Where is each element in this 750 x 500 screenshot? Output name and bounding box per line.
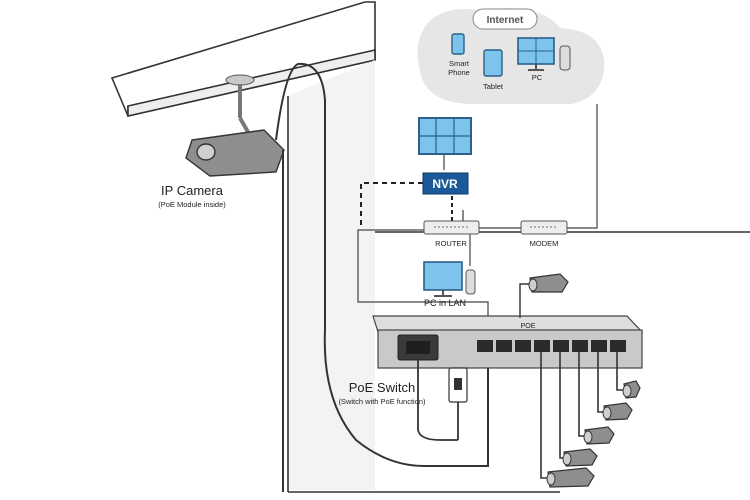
pc-lan-tower-icon (465, 269, 476, 295)
wall (288, 60, 375, 490)
camera-4 (602, 402, 633, 421)
pc-label: PC (532, 73, 543, 82)
internet-label: Internet (487, 15, 524, 26)
smart-phone-label-2: Phone (448, 68, 470, 77)
internet-badge (472, 8, 538, 30)
poe-switch: POE PoE Switch (Switch with PoE function… (338, 315, 644, 406)
poe-switch-label: PoE Switch (349, 380, 415, 395)
pc-lan-monitor-icon (423, 261, 463, 291)
camera-cable (275, 62, 489, 467)
camera-5 (622, 380, 641, 399)
camera-mount-plate (225, 74, 255, 86)
pc-tower-icon (559, 45, 571, 71)
router-label: ROUTER (435, 239, 467, 248)
nvr-dashed-link (360, 182, 423, 228)
pc-in-lan: PC in LAN (423, 261, 476, 308)
ip-camera: IP Camera (PoE Module inside) (158, 74, 285, 209)
internet-cloud: Internet Smart Phone Tablet PC (417, 8, 605, 105)
modem: MODEM (520, 220, 568, 248)
router: ROUTER (423, 210, 480, 248)
camera-body (185, 129, 285, 177)
switch-ports (477, 340, 626, 352)
power-adapter (417, 360, 468, 441)
ip-camera-label: IP Camera (161, 183, 224, 198)
cables-upper (357, 104, 598, 328)
camera-1 (546, 467, 595, 488)
switch-port-label: POE (521, 323, 536, 330)
tablet-icon (483, 49, 503, 77)
pc-in-lan-label: PC in LAN (424, 298, 466, 308)
camera-2 (562, 448, 598, 467)
nvr-badge (422, 172, 469, 195)
modem-label: MODEM (530, 239, 559, 248)
camera-lens (196, 143, 216, 161)
camera-3 (583, 426, 615, 445)
nvr-monitor: NVR (418, 117, 472, 195)
smart-phone-label-1: Smart (449, 59, 470, 68)
top-camera (519, 273, 569, 318)
tablet-label: Tablet (483, 82, 504, 91)
roof (110, 1, 376, 117)
ip-camera-sublabel: (PoE Module inside) (158, 200, 226, 209)
smart-phone-icon (451, 33, 465, 55)
camera-group (546, 380, 641, 488)
nvr-label: NVR (432, 177, 458, 191)
poe-switch-sublabel: (Switch with PoE function) (338, 397, 426, 406)
